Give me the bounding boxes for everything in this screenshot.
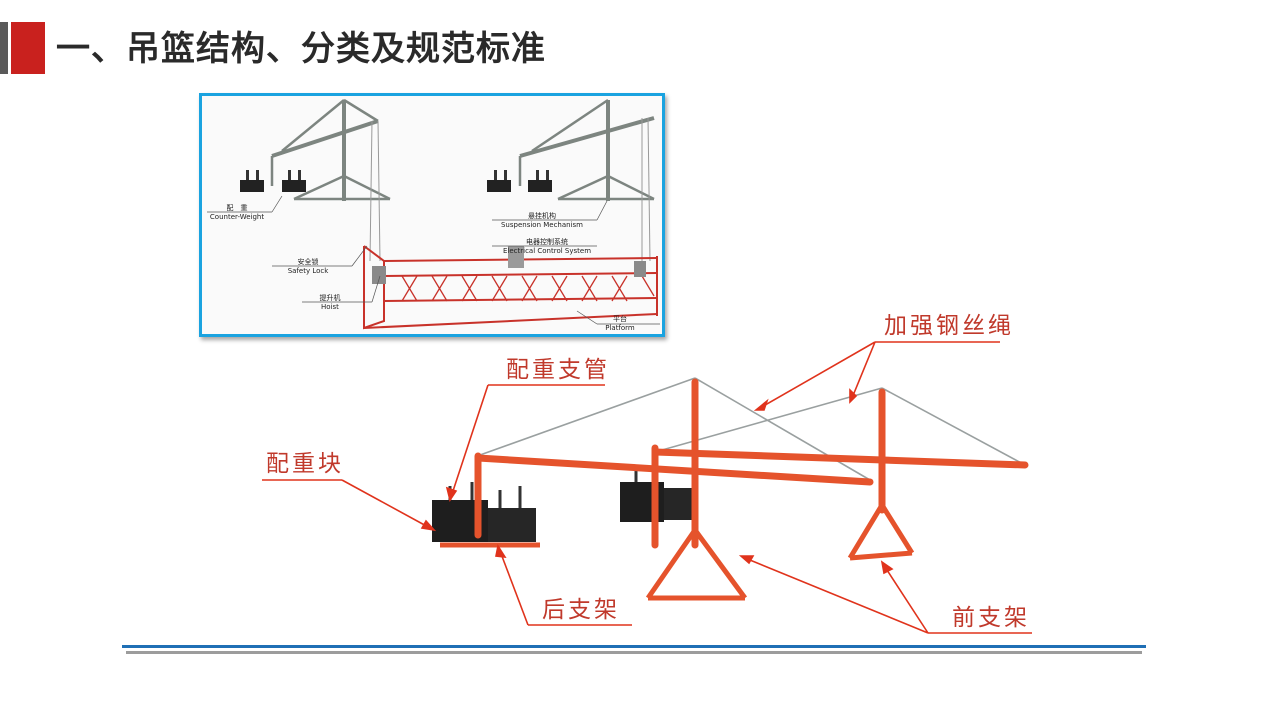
label-wire-rope: 加强钢丝绳 [884, 313, 1014, 339]
support-legs [440, 502, 915, 601]
annotation-arrows [262, 341, 1032, 634]
slide-title: 一、吊篮结构、分类及规范标准 [56, 29, 546, 69]
label-rear-support: 后支架 [542, 597, 620, 623]
gondola-photo: 配 重 Counter-Weight 悬挂机构 Suspension Mecha… [199, 93, 665, 337]
electrical-en: Electrical Control System [502, 247, 592, 255]
platform-en: Platform [605, 324, 635, 332]
gondola-photo-drawing [207, 98, 660, 330]
label-front-support: 前支架 [952, 605, 1030, 631]
bottom-divider [122, 645, 1146, 648]
electrical-annotation: 电器控制系统 Electrical Control System [492, 238, 602, 256]
suspension-annotation: 悬挂机构 Suspension Mechanism [492, 212, 592, 230]
platform-annotation: 平台 Platform [600, 315, 640, 333]
safety-lock-annotation: 安全锁 Safety Lock [272, 258, 344, 276]
counter-weight-annotation: 配 重 Counter-Weight [202, 204, 272, 222]
hoist-annotation: 提升机 Hoist [302, 294, 358, 312]
platform-cn: 平台 [613, 315, 627, 323]
suspension-cn: 悬挂机构 [528, 212, 556, 220]
safety-lock-en: Safety Lock [287, 267, 329, 275]
title-accent-gray [0, 22, 8, 74]
label-counterweight-pipe: 配重支管 [506, 357, 610, 383]
hoist-en: Hoist [321, 303, 339, 311]
counter-weight-en: Counter-Weight [209, 213, 265, 221]
orange-frame [474, 378, 1029, 549]
label-counterweight-block: 配重块 [266, 451, 344, 477]
title-accent-icon [11, 22, 45, 74]
bottom-divider-shadow [126, 651, 1142, 654]
suspension-en: Suspension Mechanism [500, 221, 584, 229]
safety-lock-cn: 安全锁 [297, 258, 319, 266]
electrical-cn: 电器控制系统 [526, 238, 568, 246]
counter-weight-cn: 配 重 [226, 204, 248, 212]
hoist-cn: 提升机 [319, 294, 341, 302]
